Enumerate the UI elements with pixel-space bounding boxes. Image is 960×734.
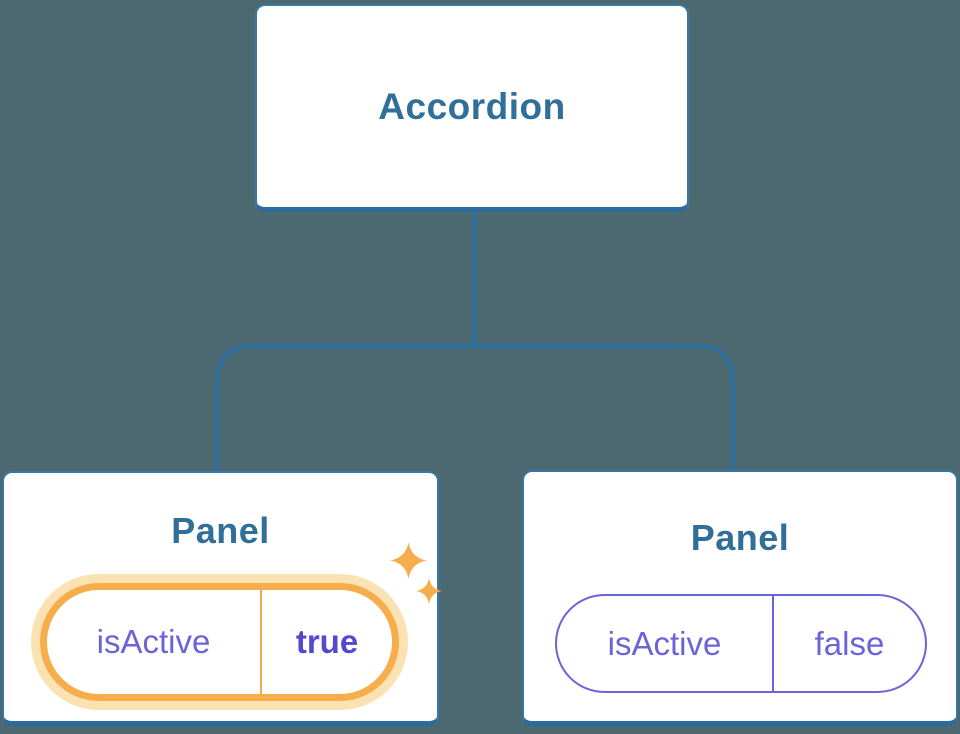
prop-name-label: isActive [96, 623, 211, 660]
prop-value-label: false [814, 624, 885, 662]
accordion-node: Accordion [255, 4, 689, 212]
prop-name-label: isActive [607, 624, 722, 662]
panel-node-label: Panel [171, 510, 270, 551]
sparkle-icon-large [390, 542, 427, 579]
sparkle-icon-small [416, 578, 442, 604]
prop-pill-isactive-false: isActive false [555, 594, 927, 693]
accordion-node-label: Accordion [378, 85, 566, 127]
prop-pill-isactive-true: isActive true [40, 583, 399, 701]
panel-node-inactive: Panel isActive false [522, 470, 958, 726]
prop-value-label: true [295, 623, 359, 660]
prop-divider [772, 596, 774, 691]
panel-node-label: Panel [690, 517, 790, 558]
prop-divider [260, 590, 262, 694]
panel-node-active: Panel isActive true [2, 471, 442, 726]
